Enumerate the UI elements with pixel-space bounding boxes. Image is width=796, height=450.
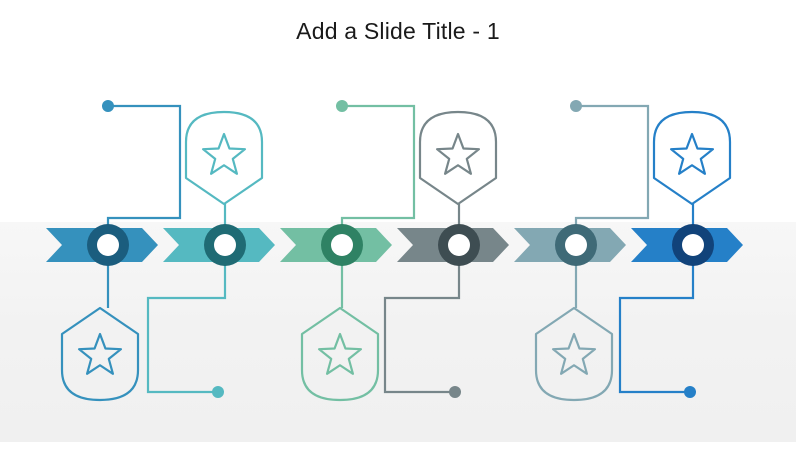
connector-line-down-4 xyxy=(383,262,461,394)
connector-line-up-1 xyxy=(106,104,182,228)
step-badge-3[interactable] xyxy=(300,306,380,402)
star-icon xyxy=(669,132,715,175)
star-icon xyxy=(551,332,597,375)
timeline-step-3[interactable] xyxy=(280,100,416,402)
step-badge-5[interactable] xyxy=(534,306,614,402)
step-badge-4[interactable] xyxy=(418,110,498,206)
step-marker-center-2 xyxy=(214,234,236,256)
page-title: Add a Slide Title - 1 xyxy=(296,18,500,44)
step-marker-center-3 xyxy=(331,234,353,256)
step-badge-2[interactable] xyxy=(184,110,264,206)
step-badge-6[interactable] xyxy=(652,110,732,206)
star-icon xyxy=(317,332,363,375)
connector-endpoint-dot-3 xyxy=(336,100,348,112)
connector-endpoint-dot-1 xyxy=(102,100,114,112)
timeline-step-2[interactable] xyxy=(146,110,275,398)
timeline-step-6[interactable] xyxy=(618,110,743,398)
connector-line-up-5 xyxy=(574,104,650,228)
step-badge-1[interactable] xyxy=(60,306,140,402)
timeline-step-1[interactable] xyxy=(46,100,182,402)
timeline-step-4[interactable] xyxy=(383,110,509,398)
connector-endpoint-dot-6 xyxy=(684,386,696,398)
connector-line-down-6 xyxy=(618,262,695,394)
star-icon xyxy=(77,332,123,375)
connector-endpoint-dot-2 xyxy=(212,386,224,398)
step-marker-center-1 xyxy=(97,234,119,256)
connector-line-up-3 xyxy=(340,104,416,228)
step-marker-center-6 xyxy=(682,234,704,256)
star-icon xyxy=(435,132,481,175)
timeline-step-5[interactable] xyxy=(514,100,650,402)
step-marker-center-4 xyxy=(448,234,470,256)
step-marker-center-5 xyxy=(565,234,587,256)
connector-line-down-2 xyxy=(146,262,227,394)
star-icon xyxy=(201,132,247,175)
connector-endpoint-dot-4 xyxy=(449,386,461,398)
connector-endpoint-dot-5 xyxy=(570,100,582,112)
